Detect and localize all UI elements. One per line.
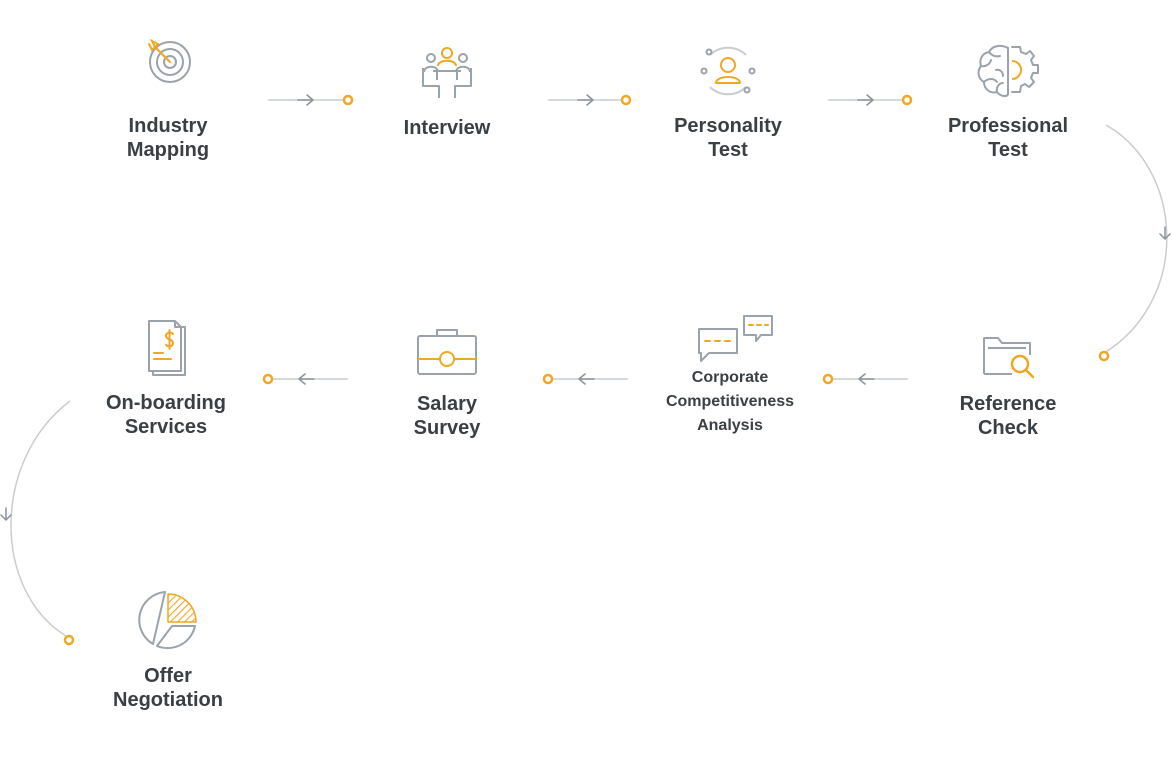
step-reference-check: Reference Check [928,332,1088,440]
connector-curve [10,400,71,637]
connector-dot [822,373,834,385]
step-label: Reference Check [959,393,1057,439]
arrow-left-icon [858,373,875,385]
step-label: Corporate Competitiveness Analysis [665,369,795,434]
connector-dot [262,373,274,385]
arrow-down-icon [0,507,12,521]
person-icon [700,46,756,96]
connector-dot [901,94,913,106]
pie-chart-icon [138,591,197,650]
target-icon [148,38,191,83]
step-salary-survey: Salary Survey [367,326,527,440]
step-label: Interview [403,117,491,139]
briefcase-icon [417,329,477,375]
step-label: On-boarding Services [106,392,226,438]
connector-dot [542,373,554,385]
folder-search-icon [983,337,1035,379]
connector-dot [342,94,354,106]
connector-curve [1105,124,1168,353]
connector-dot [1098,350,1110,362]
step-industry-mapping: Industry Mapping [88,34,248,162]
step-professional-test: Professional Test [928,42,1088,162]
arrow-right-icon [297,94,314,106]
step-personality-test: Personality Test [648,39,808,162]
arrow-left-icon [578,373,595,385]
step-label: Industry Mapping [126,115,210,161]
step-on-boarding-services: On-boarding Services [86,317,246,439]
arrow-down-icon [1159,226,1171,240]
brain-gear-icon [977,44,1039,98]
step-label: Offer Negotiation [113,665,223,711]
document-dollar-icon [148,320,186,376]
step-interview: Interview [367,44,527,140]
step-label: Professional Test [947,115,1069,161]
meeting-icon [422,47,472,98]
connector-dot [620,94,632,106]
connector-dot [63,634,75,646]
step-offer-negotiation: Offer Negotiation [88,590,248,712]
step-label: Salary Survey [413,393,481,439]
arrow-right-icon [577,94,594,106]
arrow-left-icon [298,373,315,385]
step-label: Personality Test [674,115,782,161]
step-corporate-competitiveness-analysis: Corporate Competitiveness Analysis [640,313,820,438]
arrow-right-icon [857,94,874,106]
chat-bubbles-icon [698,315,773,362]
